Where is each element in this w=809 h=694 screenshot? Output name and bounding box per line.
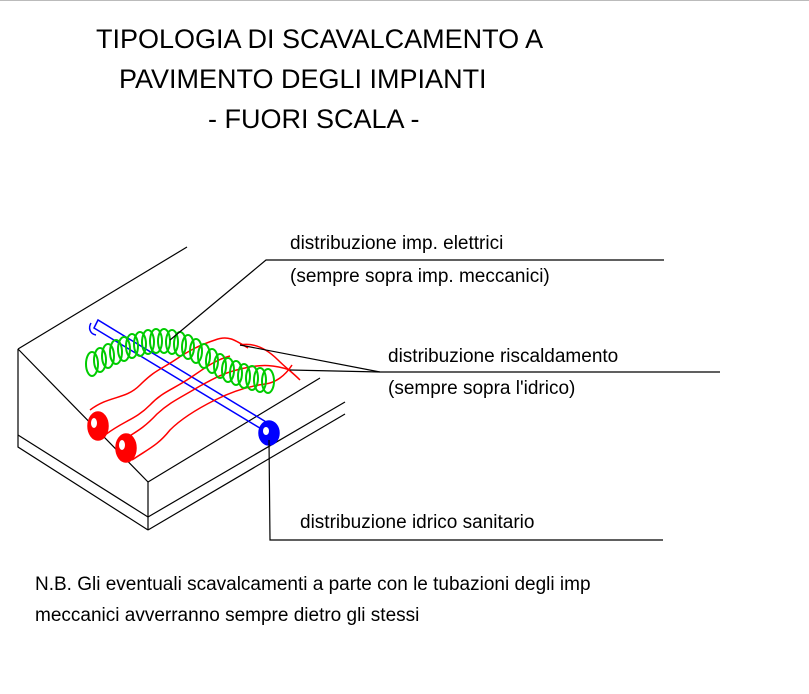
heating-pipes [87,337,301,463]
title-line-1: TIPOLOGIA DI SCAVALCAMENTO A [96,24,544,54]
note-line-2: meccanici avverranno sempre dietro gli s… [35,605,420,626]
title-line-2: PAVIMENTO DEGLI IMPIANTI [119,64,487,94]
leader-lines [169,259,720,541]
note-line-1: N.B. Gli eventuali scavalcamenti a parte… [35,574,591,595]
leader-electrical [169,259,664,341]
label-heating-line-2: (sempre sopra l'idrico) [388,378,576,399]
water-pipe [88,318,280,446]
top-border [0,0,809,1]
label-electrical-line-2: (sempre sopra imp. meccanici) [290,266,550,287]
title-line-3: - FUORI SCALA - [208,104,420,134]
label-water: distribuzione idrico sanitario [300,512,535,533]
label-heating-line-1: distribuzione riscaldamento [388,346,619,367]
floor-slab [17,246,346,531]
electrical-conduit [85,328,275,394]
leader-water [268,439,663,541]
label-electrical-line-1: distribuzione imp. elettrici [290,233,504,254]
leader-heating-2 [289,369,381,373]
